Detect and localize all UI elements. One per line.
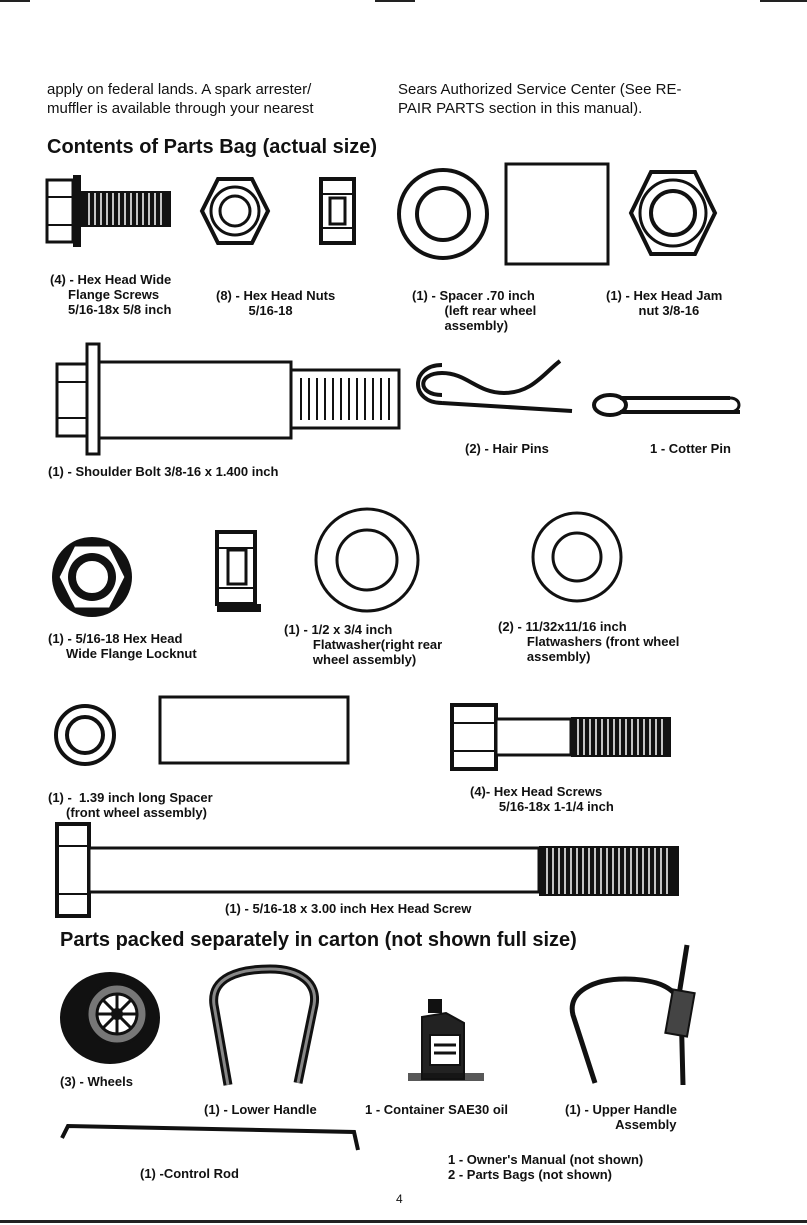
spacer-ring-icon: [54, 704, 116, 766]
part-label: (3) - Wheels: [60, 1074, 133, 1089]
hex-nut-side-icon: [319, 177, 356, 245]
part-label: 1 - Owner's Manual (not shown) 2 - Parts…: [448, 1152, 644, 1182]
flatwasher-icon: [531, 511, 623, 603]
control-rod-icon: [60, 1123, 360, 1151]
cotter-pin-icon: [592, 393, 741, 417]
flatwasher-icon: [314, 507, 420, 613]
part-label: (2) - 11/32x11/16 inch Flatwashers (fron…: [498, 619, 680, 664]
spacer-tube-icon: [158, 695, 350, 765]
lower-handle-icon: [209, 964, 320, 1086]
intro-right-line-1: Sears Authorized Service Center (See RE-: [398, 81, 682, 98]
part-label: (4)- Hex Head Screws 5/16-18x 1-1/4 inch: [470, 784, 614, 814]
page-edge-mark: [375, 0, 415, 2]
wheel-icon: [60, 972, 160, 1064]
intro-left-line-2: muffler is available through your neares…: [47, 100, 314, 117]
section-heading-carton: Parts packed separately in carton (not s…: [60, 929, 577, 951]
upper-handle-icon: [569, 944, 696, 1086]
part-label: 1 - Cotter Pin: [650, 441, 731, 456]
part-label: (1) - 1/2 x 3/4 inch Flatwasher(right re…: [284, 622, 443, 667]
spacer-washer-icon: [397, 168, 489, 260]
part-label: (2) - Hair Pins: [465, 441, 549, 456]
intro-left-line-1: apply on federal lands. A spark arrester…: [47, 81, 312, 98]
part-label: (1) - Hex Head Jam nut 3/8-16: [606, 288, 723, 318]
page-edge-mark: [0, 0, 30, 2]
part-label: (1) - 5/16-18 x 3.00 inch Hex Head Screw: [225, 901, 472, 916]
part-label: (4) - Hex Head Wide Flange Screws 5/16-1…: [50, 272, 172, 317]
hex-head-screw-icon: [450, 703, 671, 771]
page-bottom-rule: [0, 1220, 807, 1223]
page-edge-mark: [760, 0, 807, 2]
shoulder-bolt-icon: [55, 342, 401, 456]
flange-locknut-icon: [52, 537, 132, 617]
part-label: (1) - 5/16-18 Hex Head Wide Flange Lockn…: [48, 631, 197, 661]
part-label: (1) - Shoulder Bolt 3/8-16 x 1.400 inch: [48, 464, 279, 479]
hex-nut-icon: [199, 177, 271, 245]
long-hex-head-screw-icon: [55, 822, 679, 918]
part-label: (1) -Control Rod: [140, 1166, 239, 1181]
hex-jam-nut-icon: [628, 170, 718, 256]
oil-container-icon: [408, 999, 484, 1081]
page-number: 4: [396, 1192, 403, 1206]
part-label: (1) - Upper Handle Assembly: [565, 1102, 677, 1132]
hex-flange-screw-icon: [45, 175, 171, 247]
part-label: (8) - Hex Head Nuts 5/16-18: [216, 288, 336, 318]
spacer-side-icon: [504, 162, 610, 266]
section-heading-parts-bag: Contents of Parts Bag (actual size): [47, 136, 378, 158]
hair-pin-icon: [416, 359, 573, 413]
part-label: 1 - Container SAE30 oil: [365, 1102, 509, 1117]
part-label: (1) - Spacer .70 inch (left rear wheel a…: [412, 288, 537, 333]
part-label: (1) - Lower Handle: [204, 1102, 317, 1117]
part-label: (1) - 1.39 inch long Spacer (front wheel…: [48, 790, 213, 820]
flange-locknut-side-icon: [215, 530, 261, 612]
intro-right-line-2: PAIR PARTS section in this manual).: [398, 100, 643, 117]
